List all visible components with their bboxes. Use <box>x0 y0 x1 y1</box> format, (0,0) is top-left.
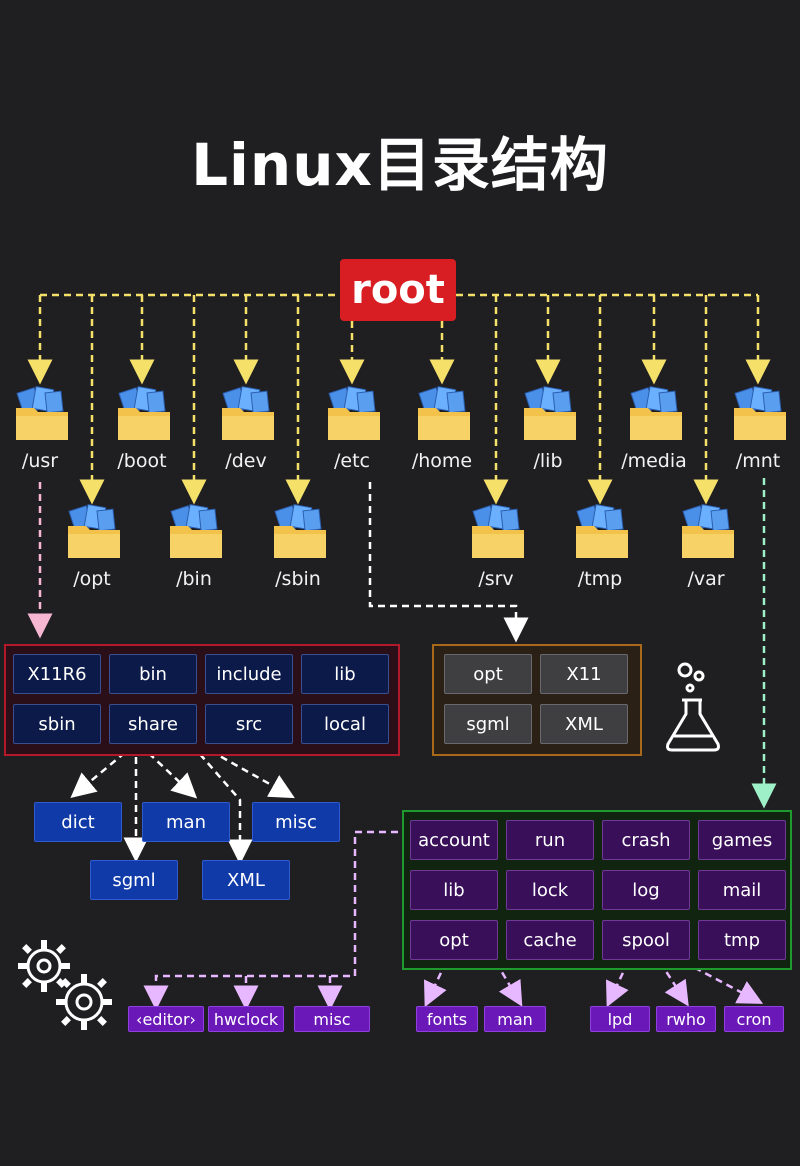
etc-child-x11: X11 <box>540 654 628 694</box>
usr-child-x11r6: X11R6 <box>13 654 101 694</box>
folder-icon <box>574 502 630 562</box>
var-child-lib: lib <box>410 870 498 910</box>
var-child-tmp: tmp <box>698 920 786 960</box>
folder-label-srv: /srv <box>478 568 514 590</box>
folder-label-usr: /usr <box>21 450 59 472</box>
etc-child-xml: XML <box>540 704 628 744</box>
folder-icon <box>116 384 172 444</box>
spool-child-lpd: lpd <box>590 1006 650 1032</box>
folder-icon <box>14 384 70 444</box>
usr-child-share: share <box>109 704 197 744</box>
folder-icon <box>416 384 472 444</box>
var-child-spool: spool <box>602 920 690 960</box>
var-child-account: account <box>410 820 498 860</box>
folder-icon <box>168 502 224 562</box>
share-child-xml: XML <box>202 860 290 900</box>
var-child-crash: crash <box>602 820 690 860</box>
root-node: root <box>340 259 456 321</box>
account-child-1: hwclock <box>208 1006 284 1032</box>
folder-label-etc: /etc <box>334 450 370 472</box>
etc-child-opt: opt <box>444 654 532 694</box>
folder-label-var: /var <box>687 568 725 590</box>
account-child-0: ‹editor› <box>128 1006 204 1032</box>
usr-child-local: local <box>301 704 389 744</box>
share-child-man: man <box>142 802 230 842</box>
opt-child-fonts: fonts <box>416 1006 478 1032</box>
var-child-log: log <box>602 870 690 910</box>
usr-child-src: src <box>205 704 293 744</box>
spool-child-cron: cron <box>724 1006 784 1032</box>
folder-label-boot: /boot <box>117 450 167 472</box>
var-child-mail: mail <box>698 870 786 910</box>
var-child-opt: opt <box>410 920 498 960</box>
folder-label-mnt: /mnt <box>735 450 781 472</box>
folder-icon <box>272 502 328 562</box>
folder-label-sbin: /sbin <box>275 568 321 590</box>
folder-label-home: /home <box>411 450 473 472</box>
etc-child-sgml: sgml <box>444 704 532 744</box>
folder-label-lib: /lib <box>533 450 563 472</box>
folder-icon <box>326 384 382 444</box>
folder-label-opt: /opt <box>73 568 111 590</box>
folder-icon <box>220 384 276 444</box>
folder-icon <box>66 502 122 562</box>
folder-icon <box>470 502 526 562</box>
folder-label-dev: /dev <box>225 450 267 472</box>
share-child-sgml: sgml <box>90 860 178 900</box>
folder-label-tmp: /tmp <box>577 568 623 590</box>
folder-label-bin: /bin <box>176 568 212 590</box>
usr-child-include: include <box>205 654 293 694</box>
opt-child-man: man <box>484 1006 546 1032</box>
var-child-cache: cache <box>506 920 594 960</box>
folder-label-media: /media <box>621 450 687 472</box>
usr-child-lib: lib <box>301 654 389 694</box>
gears-icon <box>12 936 122 1040</box>
folder-icon <box>680 502 736 562</box>
var-child-lock: lock <box>506 870 594 910</box>
usr-child-sbin: sbin <box>13 704 101 744</box>
flask-icon <box>660 660 726 760</box>
share-child-misc: misc <box>252 802 340 842</box>
account-child-2: misc <box>294 1006 370 1032</box>
folder-icon <box>732 384 788 444</box>
usr-child-bin: bin <box>109 654 197 694</box>
var-child-run: run <box>506 820 594 860</box>
spool-child-rwho: rwho <box>656 1006 716 1032</box>
folder-icon <box>628 384 684 444</box>
var-child-games: games <box>698 820 786 860</box>
folder-icon <box>522 384 578 444</box>
page-title: Linux目录结构 <box>191 131 609 199</box>
share-child-dict: dict <box>34 802 122 842</box>
